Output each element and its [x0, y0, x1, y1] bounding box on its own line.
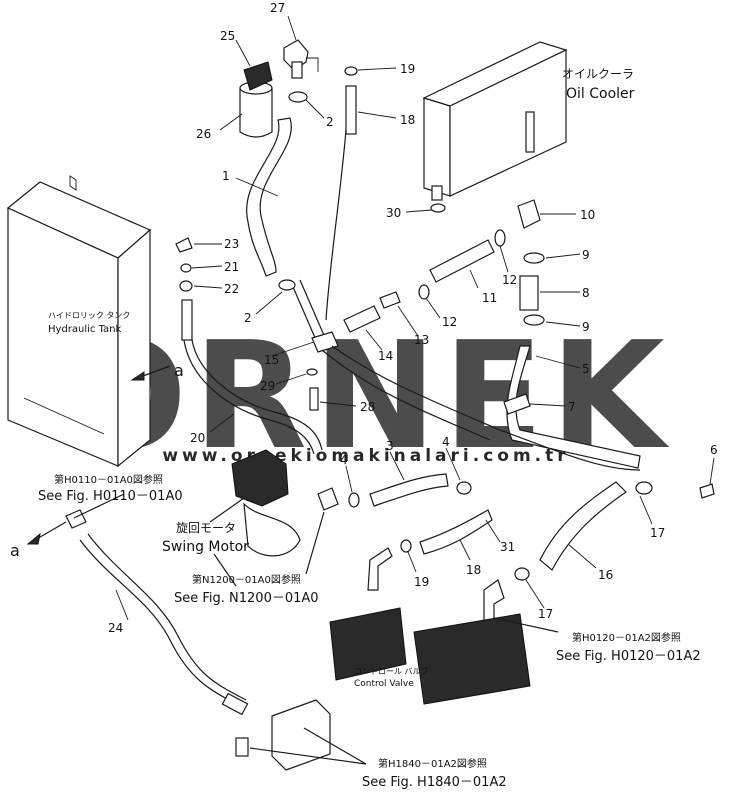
ref-n1200-jp: 第N1200－01A0図参照: [192, 573, 301, 586]
part-number-12b: 12: [442, 315, 457, 329]
ref-h1840-jp: 第H1840－01A2図参照: [378, 757, 487, 770]
hydraulic-tank: [6, 175, 152, 468]
part-number-19: 19: [400, 62, 415, 76]
hydraulic-tank-jp-label: ハイドロリック タンク: [48, 311, 130, 320]
part-number-10: 10: [580, 208, 595, 222]
part-number-18b: 18: [466, 563, 481, 577]
hoses: [79, 85, 715, 716]
part-number-9b: 9: [582, 320, 590, 334]
part-number-16: 16: [598, 568, 613, 582]
ref-h0120-label: See Fig. H0120－01A2: [556, 649, 701, 664]
control-valve-label: Control Valve: [354, 679, 414, 689]
part-number-24: 24: [108, 621, 123, 635]
ref-h0120-jp: 第H0120－01A2図参照: [572, 631, 681, 644]
part-number-12: 12: [502, 273, 517, 287]
oil-cooler-label: Oil Cooler: [566, 86, 635, 102]
part-number-28: 28: [360, 400, 375, 414]
part-number-13: 13: [414, 333, 429, 347]
part-number-21: 21: [224, 260, 239, 274]
part-number-22: 22: [224, 282, 239, 296]
ref-h1840-label: See Fig. H1840－01A2: [362, 775, 507, 790]
part-number-6: 6: [710, 443, 718, 457]
part-number-18: 18: [400, 113, 415, 127]
swing-motor: [231, 449, 339, 557]
component-labels: オイルクーラ Oil Cooler ハイドロリック タンク Hydraulic …: [10, 67, 635, 689]
oil-cooler: [422, 41, 568, 201]
hydraulic-tank-label: Hydraulic Tank: [48, 324, 122, 335]
part-numbers: 27 25 26 19 2 18 1 10 30 23 21 9 22 12 8…: [108, 1, 718, 635]
filter-assembly: [239, 39, 319, 138]
small-fittings: [65, 66, 653, 581]
part-number-2b: 2: [244, 311, 252, 325]
part-number-27: 27: [270, 1, 285, 15]
watermark-url: www.ornekiomakinalari.com.tr: [162, 446, 569, 466]
ref-h0110-label: See Fig. H0110－01A0: [38, 489, 183, 504]
part-number-30: 30: [386, 206, 401, 220]
arrow-a-label-tank: a: [174, 361, 184, 380]
part-number-11: 11: [482, 291, 497, 305]
ref-n1200-label: See Fig. N1200－01A0: [174, 591, 319, 606]
arrow-a-label-left: a: [10, 541, 20, 560]
ref-h0110-jp: 第H0110－01A0図参照: [54, 473, 163, 486]
part-number-29: 29: [260, 379, 275, 393]
part-number-25: 25: [220, 29, 235, 43]
part-number-8: 8: [582, 286, 590, 300]
swing-motor-jp-label: 旋回モータ: [176, 521, 236, 535]
leader-lines: [26, 15, 715, 765]
part-number-7: 7: [568, 400, 576, 414]
part-number-20: 20: [190, 431, 205, 445]
part-number-26: 26: [196, 127, 211, 141]
figure-references: 第H0110－01A0図参照 See Fig. H0110－01A0 第N120…: [38, 473, 701, 790]
control-valve-jp-label: コントロール バルブ: [354, 666, 429, 676]
part-number-5: 5: [582, 362, 590, 376]
part-number-19b: 19: [414, 575, 429, 589]
control-valves: [329, 607, 531, 705]
part-number-4b: 4: [340, 453, 348, 467]
part-number-17: 17: [650, 526, 665, 540]
part-number-15: 15: [264, 353, 279, 367]
watermark: ORNEK www.ornekiomakinalari.com.tr: [61, 310, 664, 482]
part-number-14: 14: [378, 349, 393, 363]
part-number-4: 4: [442, 435, 450, 449]
part-number-31: 31: [500, 540, 515, 554]
part-number-1: 1: [222, 169, 230, 183]
oil-cooler-jp-label: オイルクーラ: [562, 67, 634, 81]
part-number-3: 3: [386, 439, 394, 453]
part-number-17b: 17: [538, 607, 553, 621]
part-number-9: 9: [582, 248, 590, 262]
part-number-2: 2: [326, 115, 334, 129]
part-number-23: 23: [224, 237, 239, 251]
swing-motor-label: Swing Motor: [162, 539, 249, 555]
